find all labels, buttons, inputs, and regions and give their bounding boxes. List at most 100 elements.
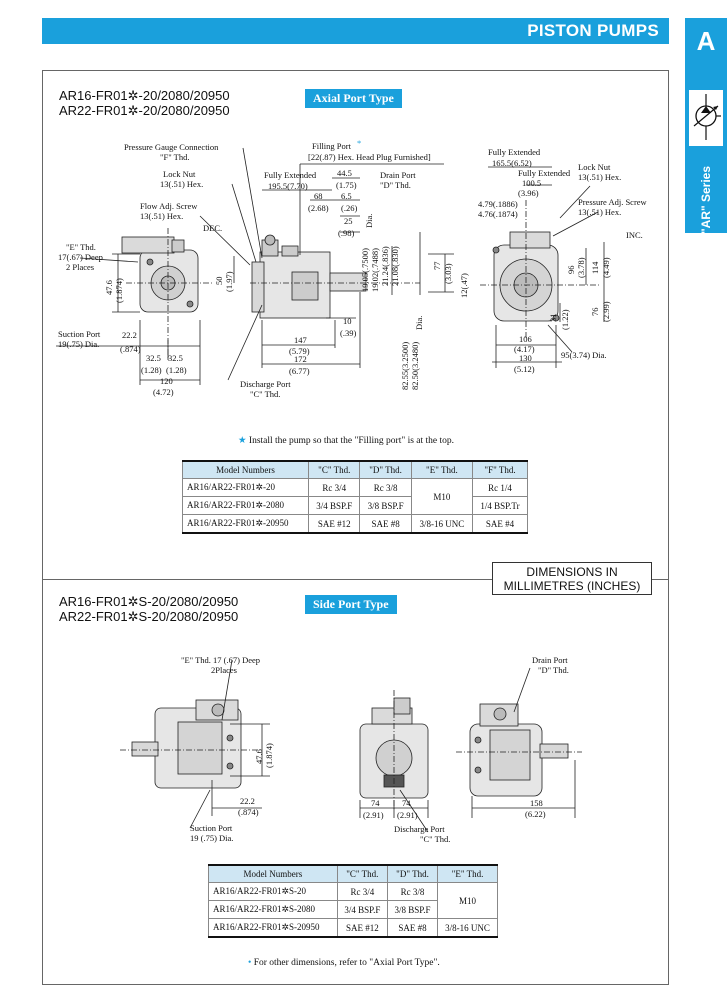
table-cell: 3/8 BSP.F bbox=[386, 900, 439, 919]
right-dim-3-96: (3.96) bbox=[518, 188, 539, 198]
side-other-dimensions-note: • For other dimensions, refer to "Axial … bbox=[248, 958, 440, 968]
table-cell: 3/4 BSP.F bbox=[336, 900, 388, 919]
dim-98: (.98) bbox=[338, 228, 354, 238]
side-dim-2-91-b: (2.91) bbox=[397, 810, 418, 820]
right-lock-nut-label: Lock Nut bbox=[578, 162, 611, 172]
side-dim-74-b: 74 bbox=[402, 798, 411, 808]
inc-label: INC. bbox=[626, 230, 643, 240]
right-dim-2-99: (2.99) bbox=[601, 301, 611, 322]
axial-install-note: ★ Install the pump so that the "Filling … bbox=[238, 436, 455, 446]
page-title: PISTON PUMPS bbox=[527, 21, 659, 40]
dim-19-02: 19.02(.7488) bbox=[370, 248, 380, 292]
right-dim-12: 12(.47) bbox=[459, 273, 469, 298]
dim-10: 10 bbox=[343, 316, 352, 326]
side-model-title: AR16-FR01✲S-20/2080/20950 AR22-FR01✲S-20… bbox=[59, 594, 238, 624]
axial-model-line: AR22-FR01✲-20/2080/20950 bbox=[59, 103, 230, 118]
dim-47-6: 47.6 bbox=[104, 280, 114, 295]
table-header-cell: "C" Thd. bbox=[336, 864, 388, 883]
right-dim-31: 31 bbox=[548, 314, 558, 323]
right-dim-4-76: 4.76(.1874) bbox=[478, 209, 518, 219]
filling-port-label: Filling Port bbox=[312, 141, 352, 151]
dim-1-874: (1.874) bbox=[114, 278, 124, 303]
side-discharge-port-label: Discharge Port bbox=[394, 824, 445, 834]
dim-874: (.874) bbox=[120, 344, 141, 354]
dim-50: 50 bbox=[214, 277, 224, 286]
note-star-icon: ★ bbox=[238, 436, 247, 446]
dim-2-68: (2.68) bbox=[308, 203, 329, 213]
table-cell: Rc 3/4 bbox=[336, 882, 388, 901]
dim-6-5: 6.5 bbox=[341, 191, 352, 201]
right-dim-95: 95(3.74) Dia. bbox=[561, 350, 607, 360]
table-row: AR16/AR22-FR01✲-20 Rc 3/4 Rc 3/8 M10 Rc … bbox=[181, 478, 528, 515]
side-drain-port-thread: "D" Thd. bbox=[538, 665, 569, 675]
pressure-gauge-thread: "F" Thd. bbox=[160, 152, 189, 162]
side-dim-158: 158 bbox=[530, 798, 543, 808]
table-cell: Rc 3/8 bbox=[359, 478, 412, 497]
table-cell: 3/8 BSP.F bbox=[359, 496, 412, 515]
axial-model-title: AR16-FR01✲-20/2080/20950 AR22-FR01✲-20/2… bbox=[59, 88, 230, 118]
dim-147: 147 bbox=[294, 335, 307, 345]
e-thread-places: 2 Places bbox=[66, 262, 94, 272]
dim-1-28-a: (1.28) bbox=[141, 365, 162, 375]
right-dim-76: 76 bbox=[590, 308, 600, 317]
dim-120: 120 bbox=[160, 376, 173, 386]
right-dim-130: 130 bbox=[519, 353, 532, 363]
side-port-panel bbox=[42, 579, 669, 985]
dim-39: (.39) bbox=[340, 328, 356, 338]
table-cell: Rc 3/4 bbox=[308, 478, 361, 497]
flow-adj-label: Flow Adj. Screw bbox=[140, 201, 198, 211]
table-header-row: Model Numbers "C" Thd. "D" Thd. "E" Thd.… bbox=[181, 460, 528, 479]
right-dim-1-22: (1.22) bbox=[560, 309, 570, 330]
dim-dia-2: Dia. bbox=[414, 316, 424, 330]
discharge-port-label: Discharge Port bbox=[240, 379, 291, 389]
table-header-cell: Model Numbers bbox=[181, 460, 310, 479]
section-side-tab: A "AR" Series bbox=[685, 18, 727, 234]
dim-26: (.26) bbox=[341, 203, 357, 213]
table-cell: AR16/AR22-FR01✲-2080 bbox=[181, 496, 310, 515]
discharge-port-thread: "C" Thd. bbox=[250, 389, 280, 399]
table-cell: Rc 1/4 bbox=[472, 478, 528, 497]
table-cell: M10 bbox=[437, 882, 498, 919]
table-cell: M10 bbox=[410, 478, 474, 515]
pressure-gauge-label: Pressure Gauge Connection bbox=[124, 142, 219, 152]
axial-model-line: AR16-FR01✲-20/2080/20950 bbox=[59, 88, 230, 103]
dim-32-5-a: 32.5 bbox=[146, 353, 161, 363]
table-header-cell: "E" Thd. bbox=[410, 460, 474, 479]
table-cell: AR16/AR22-FR01✲S-2080 bbox=[208, 900, 338, 919]
dim-82-55: 82.55(3.2500) bbox=[400, 342, 410, 390]
side-dim-47-6: 47.6 bbox=[254, 749, 264, 764]
dim-32-5-b: 32.5 bbox=[168, 353, 183, 363]
side-port-drawing: "E" Thd. 17 (.67) Deep 2Places 47.6 (1.8… bbox=[120, 655, 582, 844]
suction-port-label: Suction Port bbox=[58, 329, 101, 339]
axial-port-type-badge: Axial Port Type bbox=[305, 89, 402, 108]
right-fully-extended-label-2: Fully Extended bbox=[518, 168, 571, 178]
dec-label: DEC. bbox=[203, 223, 222, 233]
table-cell: 3/4 BSP.F bbox=[308, 496, 361, 515]
table-cell: SAE #4 bbox=[472, 514, 528, 534]
right-dim-96: 96 bbox=[566, 266, 576, 275]
right-fully-extended-dim: 165.5(6.52) bbox=[492, 158, 532, 168]
side-suction-port-label: Suction Port bbox=[190, 823, 233, 833]
section-letter: A bbox=[696, 26, 716, 56]
flow-adj-dim: 13(.51) Hex. bbox=[140, 211, 183, 221]
dim-25: 25 bbox=[344, 216, 353, 226]
lock-nut-dim: 13(.51) Hex. bbox=[160, 179, 203, 189]
right-dim-106: 106 bbox=[519, 334, 532, 344]
table-row: AR16/AR22-FR01✲S-2080 3/4 BSP.F 3/8 BSP.… bbox=[208, 900, 498, 919]
side-port-type-badge: Side Port Type bbox=[305, 595, 397, 614]
table-cell: AR16/AR22-FR01✲-20 bbox=[181, 478, 310, 497]
table-cell: SAE #8 bbox=[386, 918, 439, 938]
table-cell: AR16/AR22-FR01✲S-20950 bbox=[208, 918, 338, 938]
drain-port-thread: "D" Thd. bbox=[380, 180, 411, 190]
right-dim-100-5: 100.5 bbox=[522, 178, 541, 188]
right-dim-4-79: 4.79(.1886) bbox=[478, 199, 518, 209]
dim-5-79: (5.79) bbox=[289, 346, 310, 356]
dim-77: 77 bbox=[432, 262, 442, 271]
dim-21-08: 21.08(.830) bbox=[390, 246, 400, 286]
axial-port-drawing: Pressure Gauge Connection "F" Thd. Lock … bbox=[56, 138, 648, 399]
table-row: AR16/AR22-FR01✲-2080 3/4 BSP.F 3/8 BSP.F… bbox=[181, 496, 528, 515]
filling-port-dim: [22(.87) Hex. Head Plug Furnished] bbox=[308, 152, 431, 162]
table-cell: SAE #8 bbox=[359, 514, 412, 534]
dimensions-line: MILLIMETRES (INCHES) bbox=[503, 579, 641, 593]
header-bar: PISTON PUMPS bbox=[42, 18, 669, 44]
